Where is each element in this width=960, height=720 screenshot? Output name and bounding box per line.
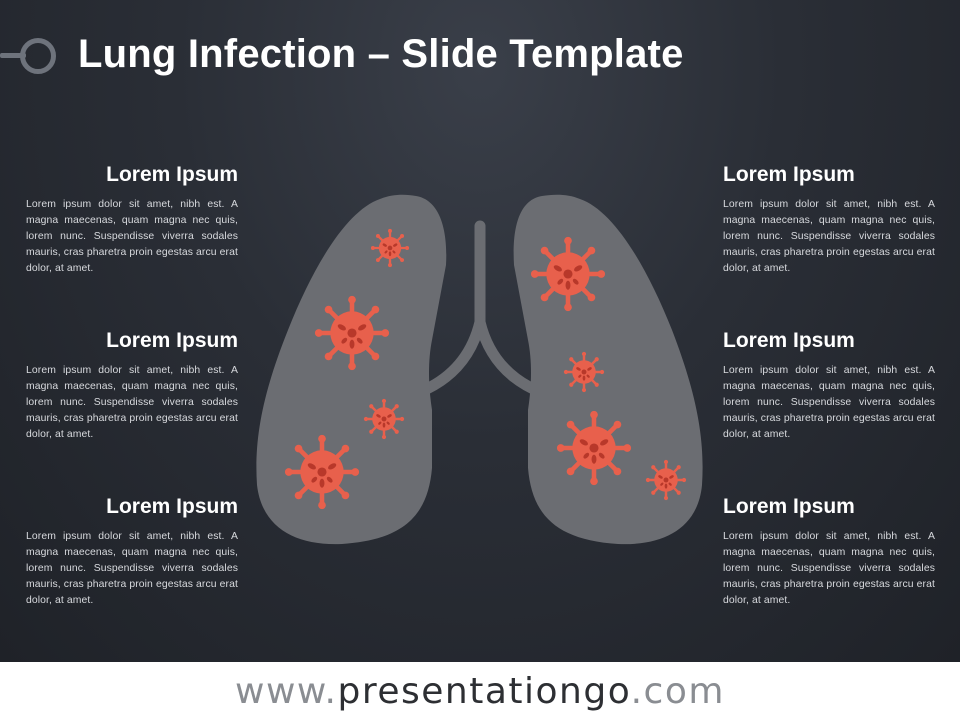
footer-url-suffix: .com (630, 671, 725, 712)
text-block-left-3: Lorem Ipsum Lorem ipsum dolor sit amet, … (26, 494, 238, 609)
virus-icon (646, 460, 686, 500)
block-body: Lorem ipsum dolor sit amet, nibh est. A … (723, 531, 935, 606)
block-heading: Lorem Ipsum (106, 329, 238, 352)
text-block-right-2: Lorem Ipsum Lorem ipsum dolor sit amet, … (723, 328, 935, 443)
text-block-right-3: Lorem Ipsum Lorem ipsum dolor sit amet, … (723, 494, 935, 609)
virus-icon (315, 296, 389, 370)
logo-line-icon (0, 53, 26, 58)
text-block-left-1: Lorem Ipsum Lorem ipsum dolor sit amet, … (26, 162, 238, 277)
virus-icon (564, 352, 604, 392)
block-body: Lorem ipsum dolor sit amet, nibh est. A … (26, 199, 238, 274)
block-heading: Lorem Ipsum (106, 163, 238, 186)
footer-url[interactable]: www.presentationgo.com (235, 670, 725, 714)
block-body: Lorem ipsum dolor sit amet, nibh est. A … (26, 531, 238, 606)
title-row: Lung Infection – Slide Template (0, 14, 960, 76)
block-body: Lorem ipsum dolor sit amet, nibh est. A … (723, 365, 935, 440)
logo-ring-icon (20, 38, 56, 74)
virus-icon (531, 237, 605, 311)
lungs-icon (256, 194, 703, 545)
footer: www.presentationgo.com (0, 662, 960, 720)
block-heading: Lorem Ipsum (723, 329, 855, 352)
slide: Lung Infection – Slide Template Lorem Ip… (0, 0, 960, 662)
text-block-left-2: Lorem Ipsum Lorem ipsum dolor sit amet, … (26, 328, 238, 443)
footer-url-prefix: www. (235, 671, 338, 712)
virus-icon (557, 411, 631, 485)
text-block-right-1: Lorem Ipsum Lorem ipsum dolor sit amet, … (723, 162, 935, 277)
block-heading: Lorem Ipsum (723, 163, 855, 186)
virus-icon (371, 229, 409, 267)
block-heading: Lorem Ipsum (723, 495, 855, 518)
footer-url-main: presentationgo (337, 671, 631, 712)
block-body: Lorem ipsum dolor sit amet, nibh est. A … (723, 199, 935, 274)
virus-icon (364, 399, 404, 439)
block-body: Lorem ipsum dolor sit amet, nibh est. A … (26, 365, 238, 440)
right-lung-icon (513, 194, 703, 545)
virus-icon (285, 435, 359, 509)
slide-title: Lung Infection – Slide Template (78, 32, 684, 76)
block-heading: Lorem Ipsum (106, 495, 238, 518)
